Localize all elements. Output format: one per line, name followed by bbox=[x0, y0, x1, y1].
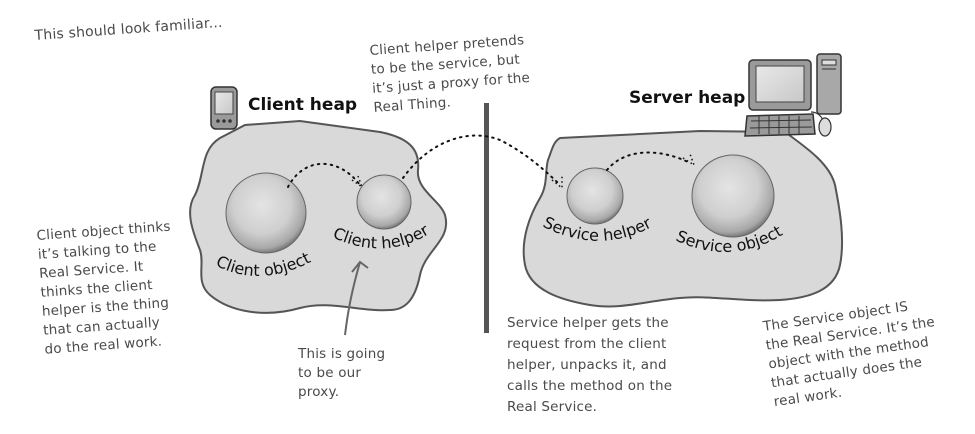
service-helper-sphere bbox=[566, 167, 624, 225]
pda-icon bbox=[210, 86, 238, 130]
client-helper-sphere bbox=[356, 174, 412, 230]
client-heap-title: Client heap bbox=[248, 95, 358, 115]
desktop-computer-icon bbox=[744, 53, 842, 137]
server-heap-title: Server heap bbox=[629, 88, 746, 108]
service-object-sphere bbox=[691, 154, 775, 238]
network-divider bbox=[484, 103, 489, 333]
server-heap-blob bbox=[522, 129, 844, 308]
call-path bbox=[287, 134, 691, 188]
client-object-sphere bbox=[225, 172, 307, 254]
proxy-note: This is going to be our proxy. bbox=[298, 346, 386, 400]
client-object-note: Client object thinks it’s talking to the… bbox=[36, 218, 172, 358]
proxy-pointer-arrow bbox=[344, 260, 369, 336]
client-helper-note: Client helper pretends to be the service… bbox=[369, 32, 531, 116]
client-heap-blob bbox=[189, 119, 448, 314]
service-helper-note: Service helper gets the request from the… bbox=[507, 315, 673, 415]
